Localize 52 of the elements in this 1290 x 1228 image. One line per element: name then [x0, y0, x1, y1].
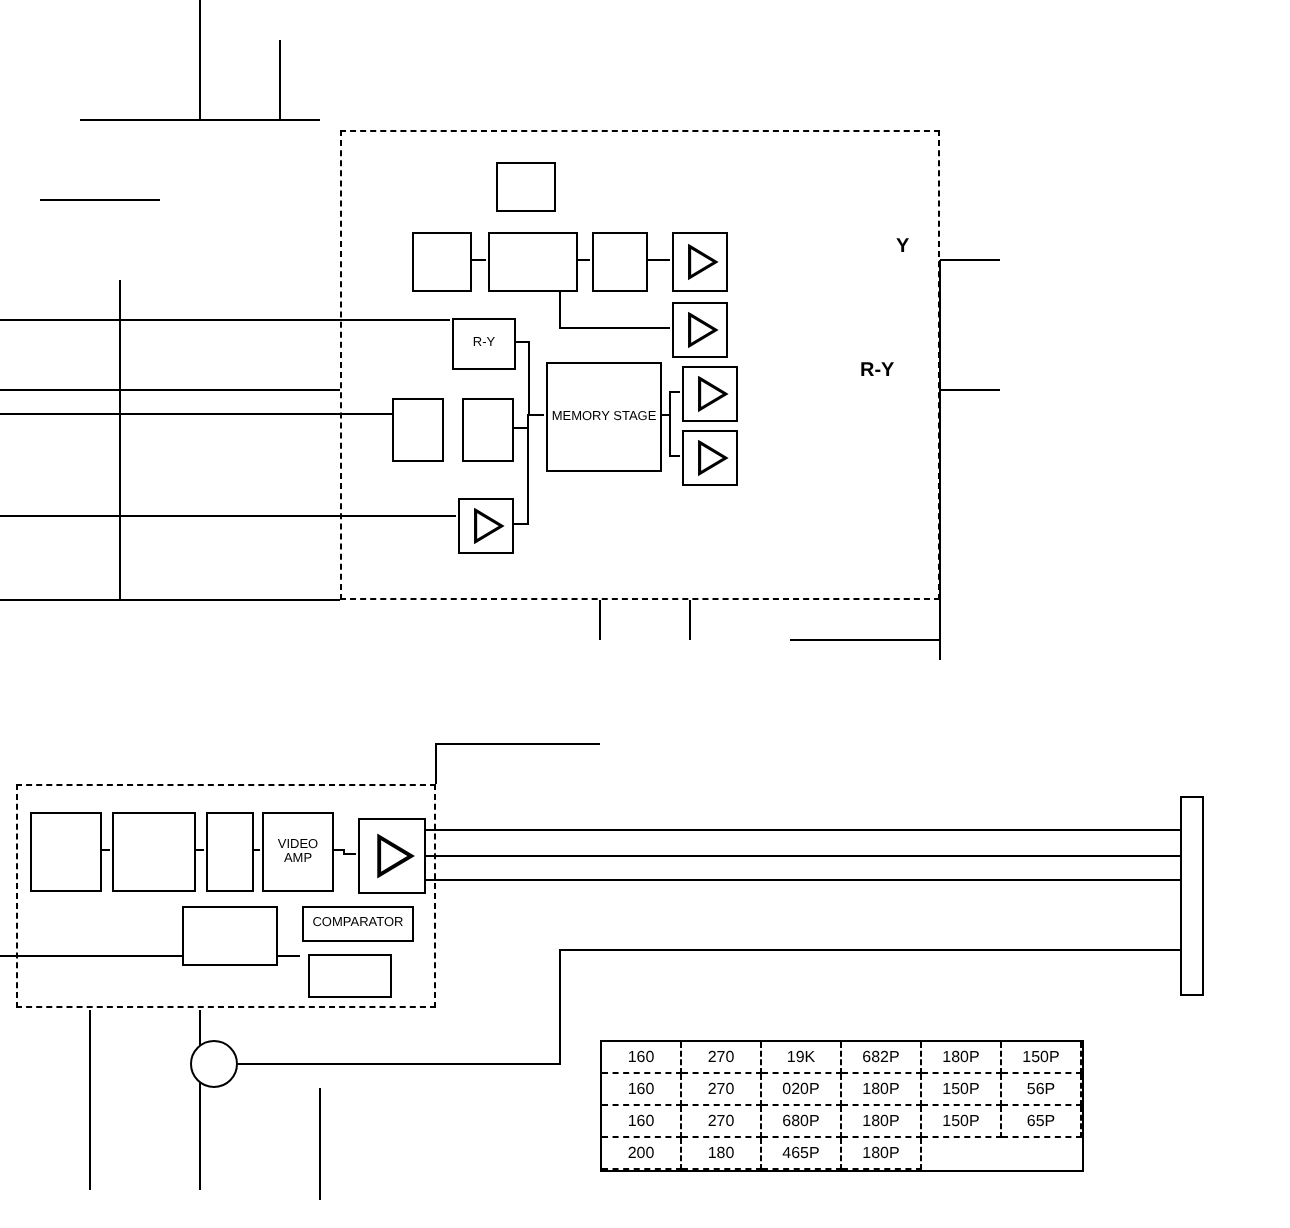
circuit-block — [206, 812, 254, 892]
table-value: 682P — [842, 1042, 922, 1074]
transistor-symbol — [190, 1040, 238, 1088]
wire — [423, 855, 1181, 857]
ic-outline — [340, 130, 940, 600]
circuit-block — [412, 232, 472, 292]
circuit-block — [30, 812, 102, 892]
table-value: 56P — [1002, 1074, 1082, 1106]
wire — [645, 259, 671, 261]
table-value: 180P — [842, 1138, 922, 1170]
wire — [559, 289, 671, 329]
table-value: 160 — [602, 1042, 682, 1074]
table-value: 020P — [762, 1074, 842, 1106]
signal-label: R-Y — [860, 360, 895, 382]
circuit-block — [308, 954, 392, 998]
ic-outline — [16, 784, 436, 1008]
table-value: 200 — [602, 1138, 682, 1170]
table-value: 270 — [682, 1074, 762, 1106]
table-value: 465P — [762, 1138, 842, 1170]
circuit-block — [262, 812, 334, 892]
circuit-block — [112, 812, 196, 892]
wire — [659, 414, 681, 457]
circuit-block — [452, 318, 516, 370]
circuit-block — [392, 398, 444, 462]
table-value: 65P — [1002, 1106, 1082, 1138]
table-value: 180P — [842, 1106, 922, 1138]
table-value: 160 — [602, 1074, 682, 1106]
wire — [237, 949, 1181, 1065]
circuit-block — [546, 362, 662, 472]
table-value: 270 — [682, 1042, 762, 1074]
circuit-block — [462, 398, 514, 462]
wire — [511, 414, 545, 525]
table-value: 680P — [762, 1106, 842, 1138]
table-value: 270 — [682, 1106, 762, 1138]
wire — [423, 829, 1181, 831]
table-value: 160 — [602, 1106, 682, 1138]
table-value: 180P — [922, 1042, 1002, 1074]
circuit-block — [496, 162, 556, 212]
circuit-block — [302, 906, 414, 942]
signal-label: Y — [896, 236, 910, 258]
circuit-block — [488, 232, 578, 292]
table-value: 19K — [762, 1042, 842, 1074]
circuit-block — [1180, 796, 1204, 996]
table-value: 150P — [1002, 1042, 1082, 1074]
circuit-block — [592, 232, 648, 292]
table-value: 180P — [842, 1074, 922, 1106]
wire — [331, 849, 357, 855]
table-value: 180 — [682, 1138, 762, 1170]
table-value: 150P — [922, 1074, 1002, 1106]
circuit-block — [182, 906, 278, 966]
wire — [423, 879, 1181, 881]
table-value: 150P — [922, 1106, 1002, 1138]
